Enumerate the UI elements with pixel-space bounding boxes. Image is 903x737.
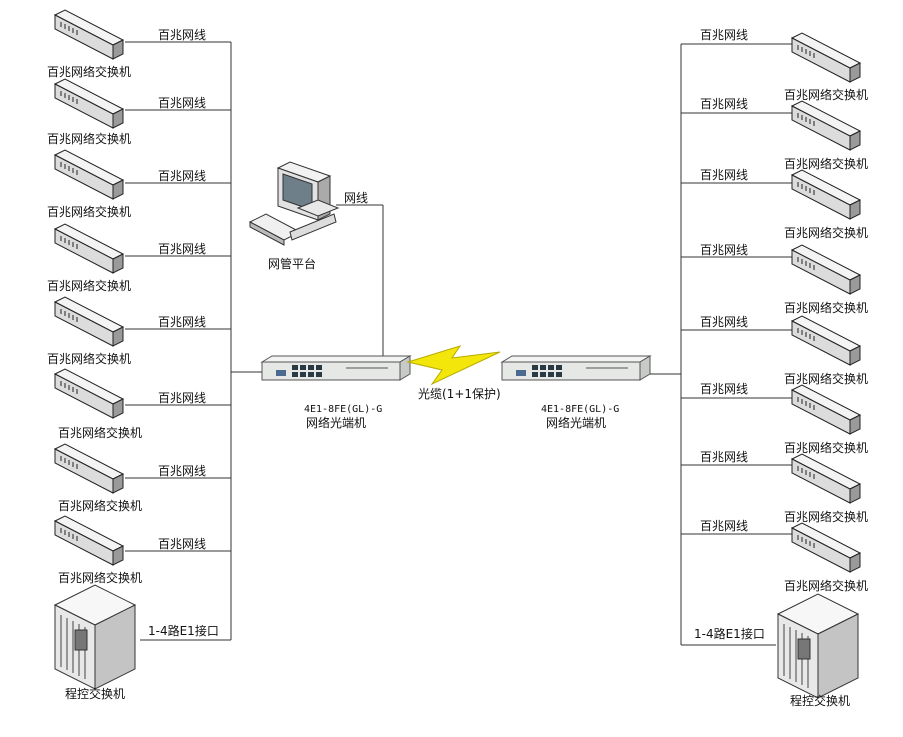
switch-icon <box>791 32 861 83</box>
left-wiring <box>125 41 262 641</box>
switch-label: 百兆网络交换机 <box>784 371 868 386</box>
computer-icon <box>248 161 340 246</box>
link-label: 百兆网线 <box>158 391 206 405</box>
switch-label: 百兆网络交换机 <box>784 440 868 455</box>
link-label: 百兆网线 <box>158 242 206 256</box>
optical-model-label: 4E1-8FE(GL)-G <box>304 404 382 415</box>
link-label: 百兆网线 <box>700 450 748 464</box>
switch-icon <box>54 149 124 200</box>
switch-icon <box>791 315 861 366</box>
switch-label: 百兆网络交换机 <box>784 300 868 315</box>
right-wiring <box>650 43 792 646</box>
switch-icon <box>54 443 124 494</box>
optical-terminal-icon <box>501 355 651 381</box>
switch-label: 百兆网络交换机 <box>58 570 142 585</box>
link-label: 百兆网线 <box>700 315 748 329</box>
switch-icon <box>54 223 124 274</box>
fiber-label: 光缆(1+1保护) <box>418 387 501 401</box>
switch-icon <box>54 515 124 566</box>
switch-icon <box>791 522 861 573</box>
link-label: 百兆网线 <box>700 97 748 111</box>
link-label: 百兆网线 <box>158 537 206 551</box>
optical-model-label: 4E1-8FE(GL)-G <box>541 404 619 415</box>
switch-label: 百兆网络交换机 <box>784 156 868 171</box>
e1-interface-label: 1-4路E1接口 <box>694 626 765 641</box>
link-label: 百兆网线 <box>158 96 206 110</box>
nms-label: 网管平台 <box>268 256 316 271</box>
pbx-icon <box>777 593 859 699</box>
switch-icon <box>791 453 861 504</box>
switch-label: 百兆网络交换机 <box>47 64 131 79</box>
link-label: 百兆网线 <box>158 28 206 42</box>
optical-name-label: 网络光端机 <box>306 415 366 430</box>
pbx-icon <box>54 584 136 690</box>
link-label: 百兆网线 <box>158 464 206 478</box>
pbx-label: 程控交换机 <box>65 686 125 701</box>
link-label: 百兆网线 <box>700 168 748 182</box>
link-label: 百兆网线 <box>158 315 206 329</box>
switch-label: 百兆网络交换机 <box>47 351 131 366</box>
switch-label: 百兆网络交换机 <box>47 131 131 146</box>
switch-label: 百兆网络交换机 <box>47 278 131 293</box>
switch-icon <box>791 384 861 435</box>
switch-label: 百兆网络交换机 <box>58 425 142 440</box>
left-link-labels: 百兆网线 百兆网线 百兆网线 百兆网线 百兆网线 百兆网线 百兆网线 百兆网线 … <box>148 28 219 638</box>
switch-label: 百兆网络交换机 <box>784 225 868 240</box>
switch-label: 百兆网络交换机 <box>47 204 131 219</box>
link-label: 百兆网线 <box>700 519 748 533</box>
switch-icon <box>54 78 124 129</box>
optical-terminal-icon <box>261 355 411 381</box>
switch-label: 百兆网络交换机 <box>784 578 868 593</box>
switch-icon <box>791 100 861 151</box>
lightning-icon <box>406 345 501 386</box>
link-label: 百兆网线 <box>700 28 748 42</box>
right-link-labels: 百兆网线 百兆网线 百兆网线 百兆网线 百兆网线 百兆网线 百兆网线 百兆网线 … <box>694 28 765 641</box>
link-label: 百兆网线 <box>158 169 206 183</box>
pbx-label: 程控交换机 <box>790 693 850 708</box>
switch-label: 百兆网络交换机 <box>784 87 868 102</box>
switch-icon <box>791 244 861 295</box>
switch-icon <box>54 368 124 419</box>
switch-icon <box>54 296 124 347</box>
switch-label: 百兆网络交换机 <box>784 509 868 524</box>
nms-cable-label: 网线 <box>344 191 368 205</box>
e1-interface-label: 1-4路E1接口 <box>148 623 219 638</box>
right-switch-labels: 百兆网络交换机 百兆网络交换机 百兆网络交换机 百兆网络交换机 百兆网络交换机 … <box>784 87 868 593</box>
left-switch-labels: 百兆网络交换机 百兆网络交换机 百兆网络交换机 百兆网络交换机 百兆网络交换机 … <box>47 64 142 585</box>
switch-label: 百兆网络交换机 <box>58 498 142 513</box>
optical-name-label: 网络光端机 <box>546 415 606 430</box>
link-label: 百兆网线 <box>700 382 748 396</box>
switch-icon <box>791 169 861 220</box>
link-label: 百兆网线 <box>700 243 748 257</box>
switch-icon <box>54 9 124 60</box>
